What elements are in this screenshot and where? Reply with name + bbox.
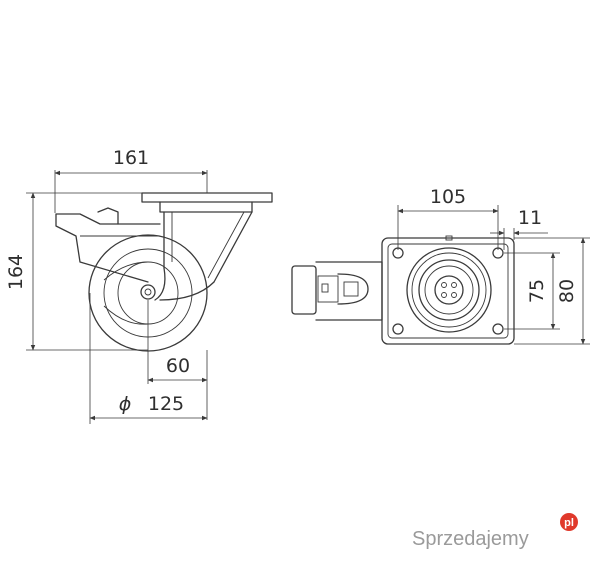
top-plate [141,192,273,203]
side-view: 161 164 60 ϕ 125 [5,147,273,424]
bolt-hole [492,323,504,335]
dim-wheel-diameter: 125 [148,393,184,415]
dim-hole-spacing-y: 75 [526,279,548,303]
top-view: 105 11 75 80 [291,186,590,345]
dim-plate-width: 80 [556,279,578,303]
swivel-ring-outer [406,247,492,333]
king-pin [434,275,464,305]
bolt-hole [392,323,404,335]
dim-hole-diameter: 11 [518,207,542,229]
dim-hole-spacing-x: 105 [430,186,466,208]
watermark-badge-icon [560,513,578,531]
axle-nut [140,284,156,300]
fork-leg [163,211,253,283]
diameter-symbol: ϕ [119,393,132,415]
mounting-plate [381,237,515,345]
brake-lever [55,213,161,283]
brake-pedal [291,265,317,315]
brake-housing [337,273,369,305]
watermark-brand: Sprzedajemy [412,528,529,550]
dim-offset: 60 [166,355,190,377]
swivel-head [159,201,253,213]
dim-overall-width: 161 [113,147,149,169]
watermark: Sprzedajemy pl [412,513,578,550]
dim-overall-height: 164 [5,254,27,290]
watermark-suffix: pl [564,517,574,529]
